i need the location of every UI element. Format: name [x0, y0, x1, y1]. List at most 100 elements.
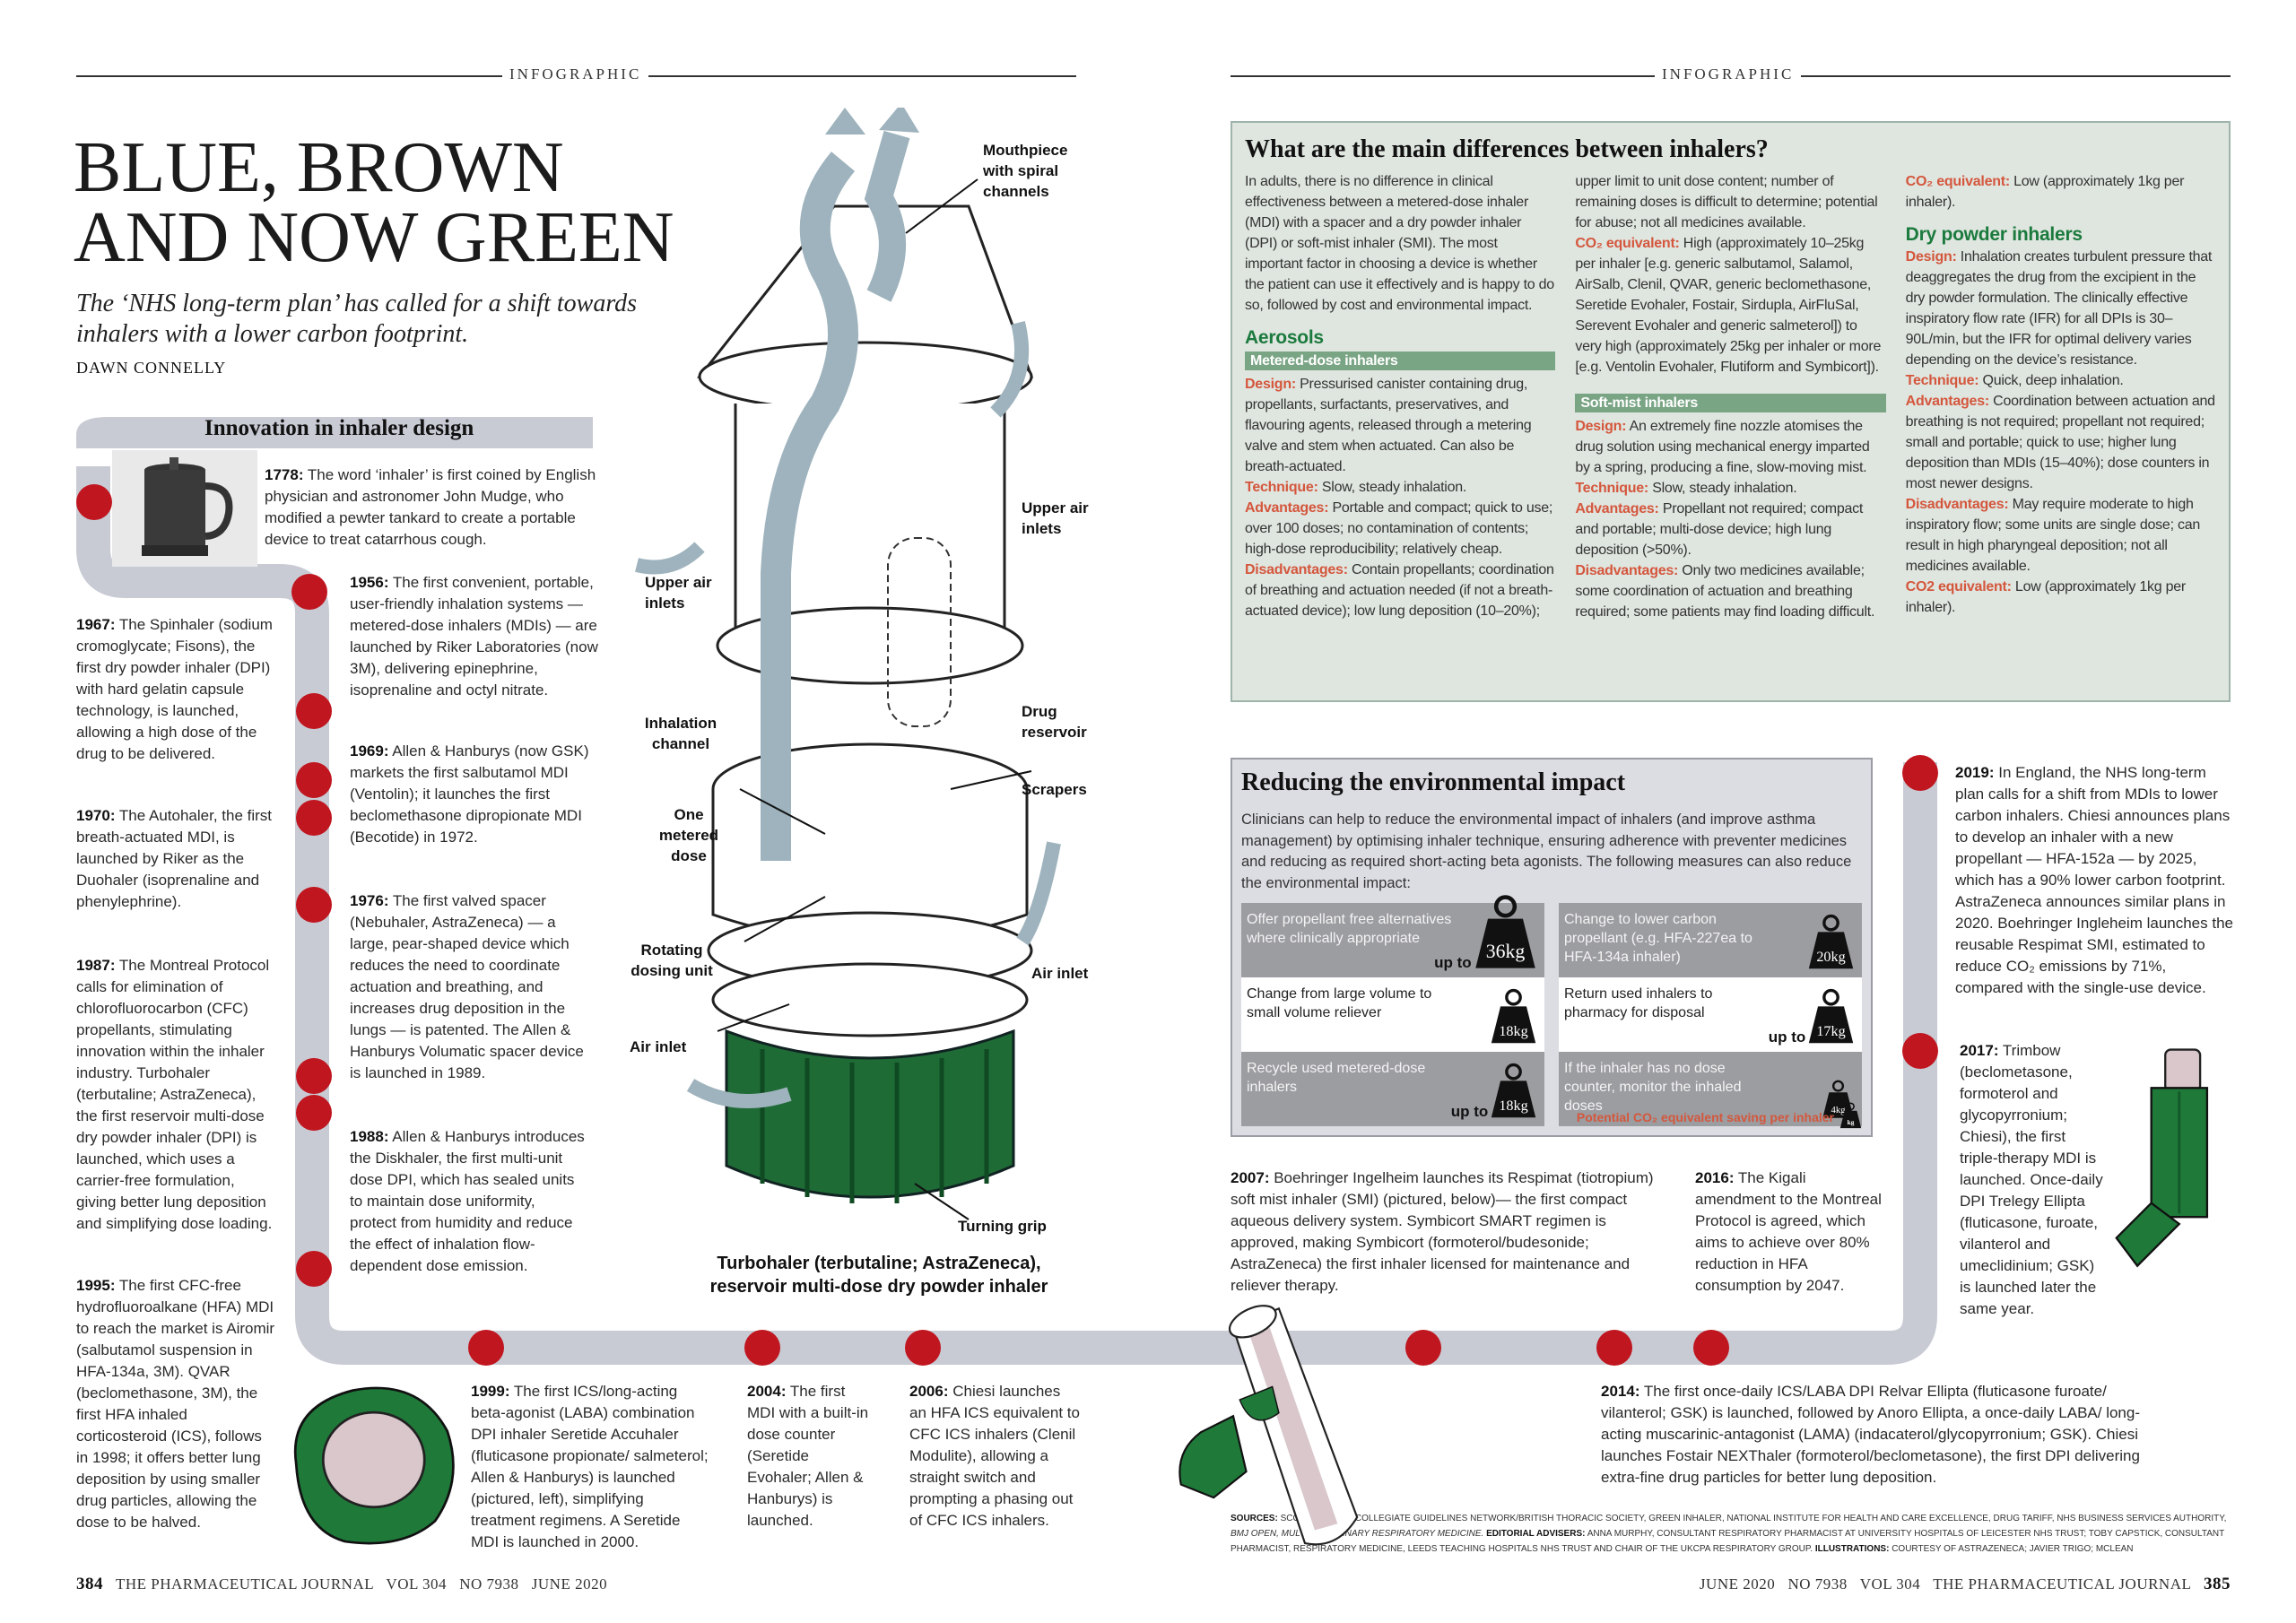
- timeline-dot-1956: [291, 574, 327, 610]
- measure-text: Recycle used metered-dose inhalers: [1247, 1061, 1426, 1095]
- measure-text: Offer propellant free alternatives where…: [1247, 912, 1452, 946]
- label-drug-reservoir: Drug reservoir: [1022, 703, 1087, 741]
- timeline-entry-2016: 2016: The Kigali amendment to the Montre…: [1695, 1169, 1882, 1294]
- timeline-entry-2007: 2007: Boehringer Ingelheim launches its …: [1231, 1169, 1654, 1294]
- measure-text: If the inhaler has no dose counter, moni…: [1564, 1061, 1742, 1114]
- timeline-dot-2016: [1693, 1330, 1729, 1366]
- mdi-technique: Technique: Slow, steady inhalation.: [1245, 480, 1467, 495]
- timeline-dot-1995: [296, 1251, 332, 1287]
- dpi-disadvantages: Disadvantages: May require moderate to h…: [1905, 497, 2201, 574]
- smi-advantages: Advantages: Propellant not required; com…: [1575, 501, 1864, 558]
- label-scrapers: Scrapers: [1022, 781, 1087, 798]
- caption-line-2: reservoir multi-dose dry powder inhaler: [709, 1277, 1048, 1297]
- environment-intro: Clinicians can help to reduce the enviro…: [1241, 812, 1852, 891]
- measure-tile: Change to lower carbon propellant (e.g. …: [1559, 903, 1862, 977]
- timeline-entry-2004: 2004: The first MDI with a built-in dose…: [747, 1383, 869, 1529]
- aerosols-heading: Aerosols: [1245, 327, 1324, 348]
- measure-prefix: up to: [1434, 954, 1472, 971]
- timeline-entry-1995: 1995: The first CFC-free hydrofluoroalka…: [76, 1277, 275, 1531]
- label-air-inlet-left: Air inlet: [630, 1038, 687, 1055]
- weight-icon: 17kg: [1807, 988, 1855, 1050]
- timeline-dot-2019: [1902, 755, 1938, 791]
- measure-prefix: up to: [1768, 1028, 1806, 1046]
- sources-credits: Sources: Scottish Intercollegiate Guidel…: [1231, 1514, 2227, 1554]
- timeline-entry-1976: 1976: The first valved spacer (Nebuhaler…: [350, 892, 584, 1081]
- timeline-dot-2004: [744, 1330, 780, 1366]
- measure-text: Change from large volume to small volume…: [1247, 986, 1432, 1020]
- label-air-inlet-right: Air inlet: [1031, 965, 1089, 982]
- label-rotating-dosing-unit: Rotating dosing unit: [631, 942, 713, 979]
- diagram-caption: Turbohaler (terbutaline; AstraZeneca), r…: [628, 1252, 1130, 1298]
- pewter-tankard-photo: [112, 450, 257, 567]
- timeline-entry-1970: 1970: The Autohaler, the first breath-ac…: [76, 807, 273, 910]
- dpi-advantages: Advantages: Coordination between actuati…: [1905, 394, 2215, 491]
- timeline-entry-1967: 1967: The Spinhaler (sodium cromoglycate…: [76, 616, 273, 762]
- title-line-1: BLUE, BROWN: [74, 128, 564, 207]
- timeline-heading: Innovation in inhaler design: [204, 416, 474, 440]
- measure-text: Change to lower carbon propellant (e.g. …: [1564, 912, 1752, 965]
- mdi-co2: CO₂ equivalent: High (approximately 10–2…: [1575, 236, 1882, 375]
- label-one-metered-dose: One metered dose: [658, 806, 719, 864]
- accuhaler-illustration: [293, 1386, 455, 1545]
- timeline-entry-1969: 1969: Allen & Hanburys (now GSK) markets…: [350, 742, 589, 846]
- turbohaler-diagram: [635, 108, 1061, 1220]
- weight-icon: 18kg: [1490, 1063, 1537, 1124]
- smi-co2: CO₂ equivalent: Low (approximately 1kg p…: [1905, 174, 2185, 210]
- timeline-entry-2006: 2006: Chiesi launches an HFA ICS equival…: [909, 1383, 1080, 1529]
- weight-icon: 36kg: [1474, 894, 1537, 976]
- label-mouthpiece: Mouthpiece with spiral channels: [983, 142, 1068, 200]
- measure-tile: If the inhaler has no dose counter, moni…: [1559, 1052, 1862, 1126]
- svg-text:18kg: 18kg: [1499, 1024, 1527, 1039]
- footer-left: 384 THE PHARMACEUTICAL JOURNAL VOL 304 N…: [76, 1575, 608, 1593]
- dpi-technique: Technique: Quick, deep inhalation.: [1905, 373, 2124, 388]
- environment-panel: Reducing the environmental impact Clinic…: [1231, 758, 1873, 1137]
- svg-text:18kg: 18kg: [1499, 1098, 1527, 1114]
- saving-legend: Potential CO₂ equivalent saving per inha…: [1577, 1102, 1862, 1132]
- timeline-entry-1988: 1988: Allen & Hanburys introduces the Di…: [350, 1128, 585, 1274]
- differences-title: What are the main differences between in…: [1245, 135, 1769, 163]
- timeline-entry-2014: 2014: The first once-daily ICS/LABA DPI …: [1601, 1383, 2140, 1486]
- article-title: BLUE, BROWN AND NOW GREEN: [74, 128, 674, 277]
- label-turning-grip: Turning grip: [958, 1218, 1047, 1235]
- respimat-illustration: [1178, 1305, 1359, 1546]
- byline: DAWN CONNELLY: [76, 359, 227, 377]
- measures-grid: Offer propellant free alternatives where…: [1241, 895, 1862, 1126]
- timeline-entry-2019: 2019: In England, the NHS long-term plan…: [1955, 764, 2233, 996]
- svg-text:17kg: 17kg: [1816, 1024, 1845, 1039]
- weight-icon: kg: [1839, 1102, 1862, 1132]
- measure-prefix: up to: [1450, 1103, 1489, 1120]
- timeline-dot-1999: [468, 1330, 504, 1366]
- timeline-dot-1988: [296, 1095, 332, 1131]
- timeline-entry-1778: 1778: The word ‘inhaler’ is first coined…: [265, 466, 596, 548]
- measure-tile: Change from large volume to small volume…: [1241, 977, 1544, 1052]
- timeline-dot-2014: [1596, 1330, 1632, 1366]
- kicker-right: INFOGRAPHIC: [1655, 65, 1802, 83]
- timeline-dot-2007: [1405, 1330, 1441, 1366]
- measure-tile: Return used inhalers to pharmacy for dis…: [1559, 977, 1862, 1052]
- timeline-dot-1976: [296, 887, 332, 923]
- mdi-advantages: Advantages: Portable and compact; quick …: [1245, 500, 1553, 557]
- smi-technique: Technique: Slow, steady inhalation.: [1575, 481, 1797, 496]
- svg-text:36kg: 36kg: [1486, 941, 1526, 962]
- environment-title: Reducing the environmental impact: [1241, 768, 1626, 796]
- timeline-dot-2017: [1902, 1033, 1938, 1069]
- caption-line-1: Turbohaler (terbutaline; AstraZeneca),: [717, 1254, 1041, 1273]
- differences-intro: In adults, there is no difference in cli…: [1245, 174, 1554, 313]
- label-upper-air-inlets-left: Upper air inlets: [645, 574, 712, 612]
- timeline-entry-1999: 1999: The first ICS/long-acting beta-ago…: [471, 1383, 709, 1550]
- timeline-dot-2006: [905, 1330, 941, 1366]
- footer-right: JUNE 2020 NO 7938 VOL 304 THE PHARMACEUT…: [1699, 1575, 2231, 1593]
- weight-icon: 18kg: [1490, 988, 1537, 1050]
- title-line-2: AND NOW GREEN: [74, 198, 674, 277]
- mdi-disadvantages: Disadvantages: Contain propellants; coor…: [1245, 174, 1878, 619]
- svg-text:20kg: 20kg: [1816, 950, 1845, 965]
- dpi-heading: Dry powder inhalers: [1905, 224, 2083, 245]
- timeline-entry-2017: 2017: Trimbow (beclometasone, formoterol…: [1960, 1042, 2103, 1317]
- mdi-heading: Metered-dose inhalers: [1245, 352, 1556, 370]
- kicker-left: INFOGRAPHIC: [502, 65, 649, 83]
- dpi-design: Design: Inhalation creates turbulent pre…: [1905, 249, 2213, 368]
- trimbow-mdi-illustration: [2115, 1048, 2209, 1268]
- dpi-co2: CO2 equivalent: Low (approximately 1kg p…: [1905, 579, 2187, 615]
- measure-tile: Offer propellant free alternatives where…: [1241, 895, 1544, 977]
- timeline-dot-1969: [296, 762, 332, 798]
